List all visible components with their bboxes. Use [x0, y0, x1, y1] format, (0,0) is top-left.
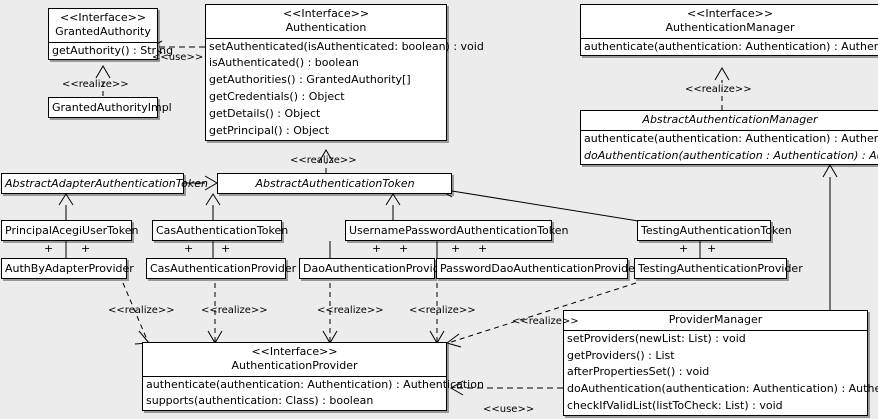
class-testing-authentication-provider[interactable]: TestingAuthenticationProvider: [634, 258, 803, 279]
operation: supports(authentication: Class) : boolea…: [146, 394, 374, 408]
operations-compartment: authenticate(authentication: Authenticat…: [143, 375, 484, 411]
class-principal-acegi-user-token[interactable]: PrincipalAcegiUserToken: [1, 220, 138, 241]
label-realize-auth-by-adapter: <<realize>>: [108, 305, 175, 316]
operations-compartment: authenticate(authentication: Authenticat…: [581, 37, 878, 56]
association-plus-marker: +: [81, 242, 91, 255]
class-provider-manager[interactable]: ProviderManager setProviders(newList: Li…: [563, 310, 878, 416]
class-username-password-authentication-token[interactable]: UsernamePasswordAuthenticationToken: [345, 220, 569, 241]
association-plus-marker: +: [451, 242, 461, 255]
label-realize-cas-provider: <<realize>>: [201, 305, 268, 316]
operations-compartment: setAuthenticated(isAuthenticated: boolea…: [206, 37, 484, 140]
association-plus-marker: +: [399, 242, 409, 255]
label-use-provider-manager: <<use>>: [483, 404, 535, 415]
label-realize-abstract-authentication-token: <<realize>>: [290, 155, 357, 166]
class-name: CasAuthenticationProvider: [150, 262, 297, 275]
stereotype-label: <<Interface>>: [686, 7, 774, 20]
class-auth-by-adapter-provider[interactable]: AuthByAdapterProvider: [1, 258, 134, 279]
stereotype-label: <<Interface>>: [282, 7, 370, 20]
label-realize-dao-provider: <<realize>>: [317, 305, 384, 316]
label-realize-password-dao-provider: <<realize>>: [409, 305, 476, 316]
operation: doAuthentication(authentication : Authen…: [584, 148, 878, 162]
class-name: AbstractAdapterAuthenticationToken: [5, 177, 208, 190]
operation: checkIfValidList(listToCheck: List) : vo…: [567, 399, 783, 413]
class-header: <<Interface>> Authentication: [206, 5, 446, 38]
label-realize-testing-provider: <<realize>>: [512, 316, 579, 327]
association-plus-marker: +: [44, 242, 54, 255]
class-header: <<Interface>> GrantedAuthority: [49, 9, 157, 42]
class-header: AbstractAuthenticationManager: [581, 111, 878, 130]
class-header: ProviderManager: [564, 311, 867, 330]
operation: setAuthenticated(isAuthenticated: boolea…: [209, 39, 484, 53]
operation: afterPropertiesSet() : void: [567, 365, 710, 379]
association-plus-marker: +: [707, 242, 717, 255]
class-authentication-provider[interactable]: <<Interface>> AuthenticationProvider aut…: [142, 342, 484, 412]
class-authentication[interactable]: <<Interface>> Authentication setAuthenti…: [205, 4, 484, 141]
class-abstract-authentication-token[interactable]: AbstractAuthenticationToken: [217, 173, 452, 194]
class-name: CasAuthenticationToken: [156, 224, 289, 237]
operation: authenticate(authentication: Authenticat…: [584, 131, 878, 145]
class-name: TestingAuthenticationToken: [641, 224, 792, 237]
class-name: TestingAuthenticationProvider: [638, 262, 803, 275]
class-name: GrantedAuthority: [55, 24, 151, 38]
class-header: <<Interface>> AuthenticationProvider: [143, 343, 446, 376]
operation: getProviders() : List: [567, 348, 675, 362]
class-granted-authority[interactable]: <<Interface>> GrantedAuthority getAuthor…: [48, 8, 174, 61]
class-abstract-adapter-authentication-token[interactable]: AbstractAdapterAuthenticationToken: [1, 173, 208, 194]
operation: authenticate(authentication: Authenticat…: [584, 39, 878, 53]
operation: getDetails() : Object: [209, 106, 321, 120]
class-authentication-manager[interactable]: <<Interface>> AuthenticationManager auth…: [580, 4, 878, 57]
operation: isAuthenticated() : boolean: [209, 56, 359, 70]
class-name: ProviderManager: [668, 313, 763, 326]
association-plus-marker: +: [372, 242, 382, 255]
class-cas-authentication-token[interactable]: CasAuthenticationToken: [152, 220, 288, 241]
label-realize-authentication-manager: <<realize>>: [685, 84, 752, 95]
class-password-dao-authentication-provider[interactable]: PasswordDaoAuthenticationProvider: [436, 258, 639, 279]
operations-compartment: getAuthority() : String: [49, 41, 174, 60]
class-name: PasswordDaoAuthenticationProvider: [440, 262, 640, 275]
association-plus-marker: +: [679, 242, 689, 255]
association-plus-marker: +: [478, 242, 488, 255]
class-dao-authentication-provider[interactable]: DaoAuthenticationProvider: [299, 258, 451, 279]
class-name: DaoAuthenticationProvider: [303, 262, 451, 275]
operation: getAuthority() : String: [52, 43, 174, 57]
association-plus-marker: +: [184, 242, 194, 255]
label-realize-granted-authority-impl: <<realize>>: [62, 79, 129, 90]
class-name: AuthenticationManager: [665, 20, 795, 34]
association-plus-marker: +: [221, 242, 231, 255]
class-name: PrincipalAcegiUserToken: [5, 224, 139, 237]
class-header: <<Interface>> AuthenticationManager: [581, 5, 878, 38]
operations-compartment: setProviders(newList: List) : void getPr…: [564, 329, 878, 415]
class-name: AuthByAdapterProvider: [5, 262, 134, 275]
operation: setProviders(newList: List) : void: [567, 331, 746, 345]
class-testing-authentication-token[interactable]: TestingAuthenticationToken: [637, 220, 792, 241]
stereotype-label: <<Interface>>: [251, 345, 338, 358]
class-name: GrantedAuthorityImpl: [52, 101, 172, 114]
operations-compartment: authenticate(authentication: Authenticat…: [581, 129, 878, 165]
class-granted-authority-impl[interactable]: GrantedAuthorityImpl: [48, 97, 172, 118]
class-name: AbstractAuthenticationManager: [642, 113, 818, 126]
class-abstract-authentication-manager[interactable]: AbstractAuthenticationManager authentica…: [580, 110, 878, 166]
operation: getPrincipal() : Object: [209, 123, 330, 137]
class-cas-authentication-provider[interactable]: CasAuthenticationProvider: [146, 258, 296, 279]
operation: getCredentials() : Object: [209, 90, 345, 104]
class-name: AuthenticationProvider: [231, 358, 358, 372]
operation: getAuthorities() : GrantedAuthority[]: [209, 73, 411, 87]
class-name: UsernamePasswordAuthenticationToken: [349, 224, 569, 237]
operation: authenticate(authentication: Authenticat…: [146, 377, 484, 391]
class-name: AbstractAuthenticationToken: [255, 177, 415, 190]
label-use-granted-authority: <<use>>: [152, 52, 204, 63]
stereotype-label: <<Interface>>: [59, 11, 147, 24]
operation: doAuthentication(authentication: Authent…: [567, 382, 878, 396]
class-name: Authentication: [285, 20, 367, 34]
